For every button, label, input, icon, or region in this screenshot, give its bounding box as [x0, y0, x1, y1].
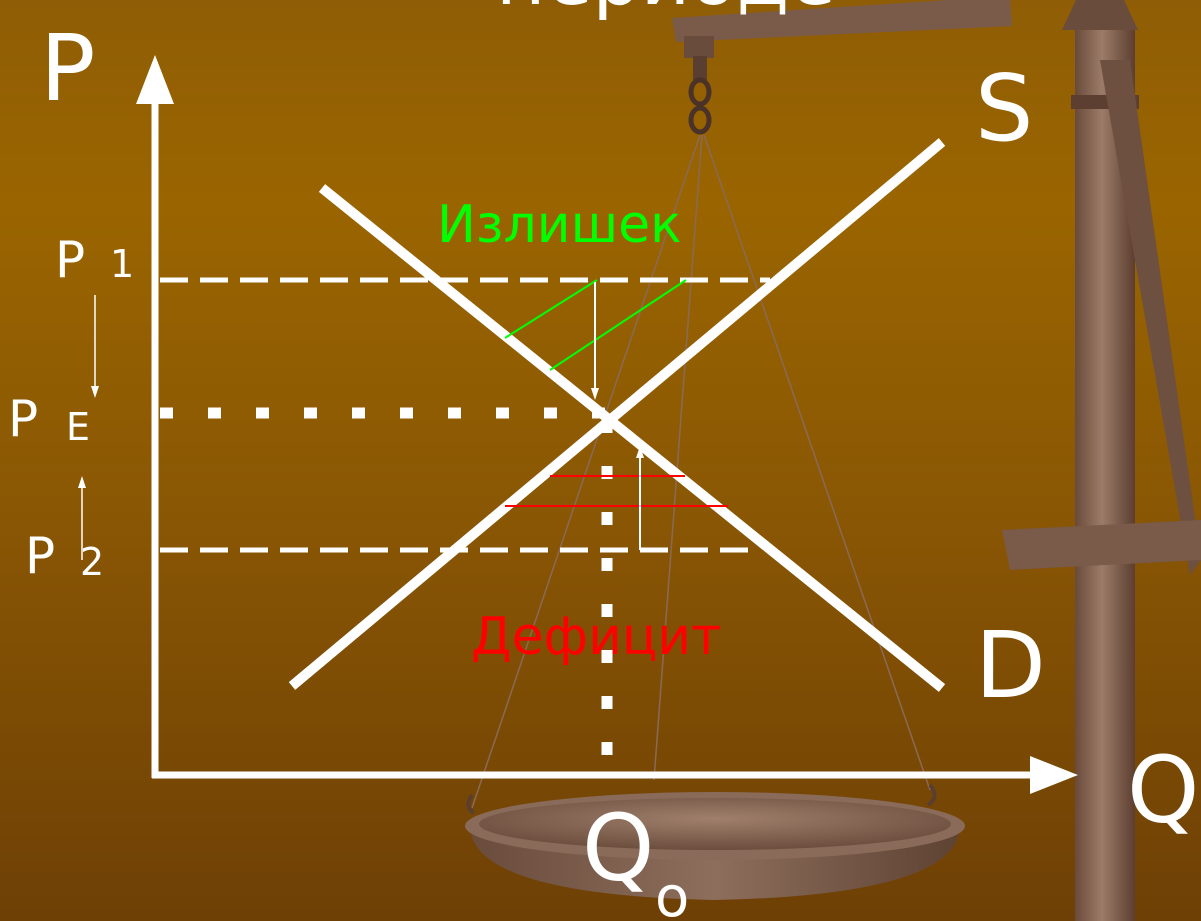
- scale-beam: [672, 0, 1012, 42]
- supply-label: S: [975, 55, 1033, 162]
- x-axis-label: Q: [1127, 737, 1199, 844]
- q0-subscript: o: [655, 865, 689, 921]
- deficit-hatch-lines: [505, 475, 728, 507]
- pan-hooks: [466, 783, 937, 815]
- surplus-hatch-lines: [504, 279, 687, 371]
- x-axis-arrow: [1030, 756, 1078, 794]
- surplus-arrow: [591, 282, 599, 400]
- scale-strings: [471, 134, 931, 809]
- pe-label: P: [8, 390, 38, 448]
- p1-subscript: 1: [110, 242, 134, 286]
- deficit-arrow: [636, 446, 644, 550]
- axes: [136, 55, 1078, 794]
- scale-post-top: [1062, 0, 1138, 30]
- q0-label: Q: [582, 795, 654, 902]
- title-fragment: периодe: [496, 0, 836, 22]
- scale-hanger-rod: [693, 56, 707, 80]
- p1-label: P: [55, 231, 85, 289]
- pe-subscript: E: [66, 405, 90, 449]
- scale-chain: [688, 77, 712, 135]
- scale-right-pan: [1002, 520, 1201, 570]
- p1-down-arrow: [91, 295, 99, 398]
- demand-curve: [318, 184, 946, 692]
- p2-up-arrow: [78, 476, 86, 560]
- y-axis-arrow: [136, 55, 174, 104]
- supply-curve: [288, 138, 946, 690]
- scale-pan-inner: [479, 798, 951, 850]
- surplus-label: Излишек: [437, 195, 682, 255]
- p2-subscript: 2: [80, 540, 104, 584]
- p2-label: P: [25, 527, 55, 585]
- balance-scale-illustration: [465, 0, 1201, 921]
- demand-label: D: [975, 612, 1046, 719]
- deficit-label: Дефицит: [471, 607, 721, 667]
- scale-right-arm: [1100, 60, 1201, 575]
- scale-hanger-bracket: [684, 36, 714, 58]
- y-axis-label: P: [40, 15, 95, 122]
